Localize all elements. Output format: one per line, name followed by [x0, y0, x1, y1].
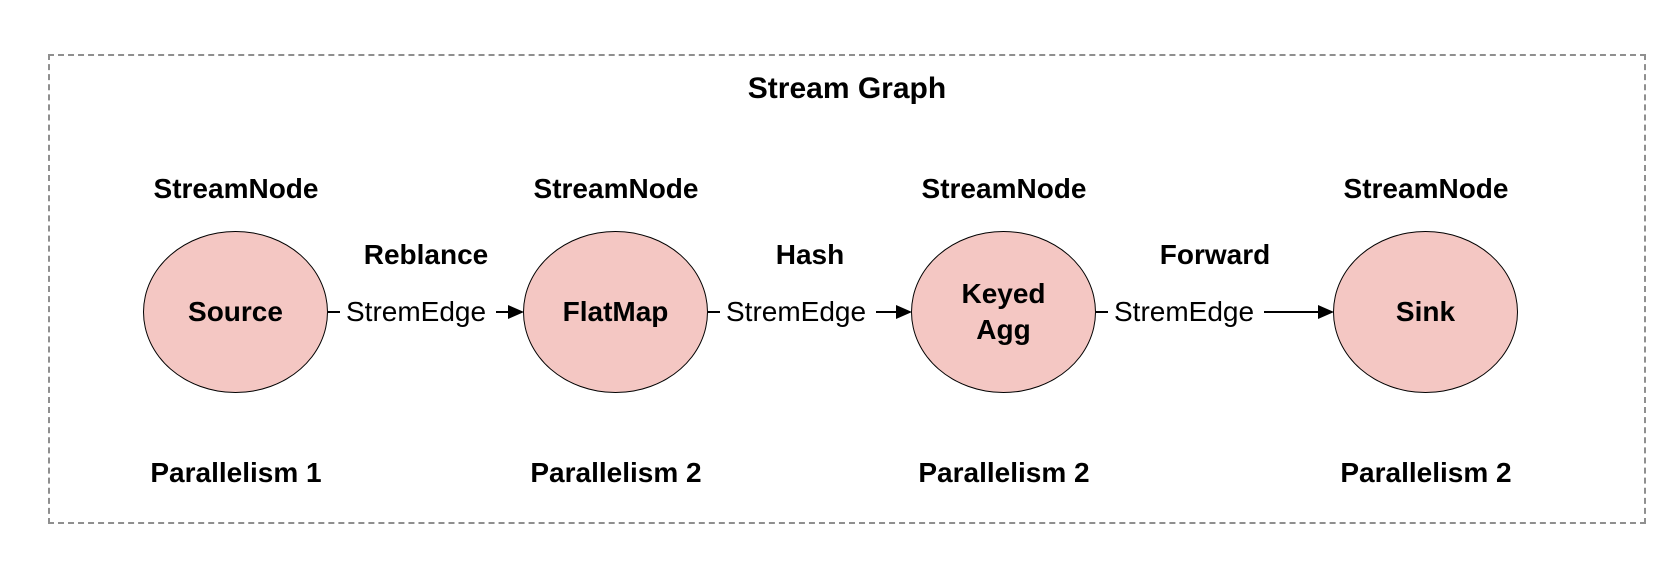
node-name-label: FlatMap	[562, 295, 669, 327]
parallelism-label: Parallelism 2	[530, 457, 702, 488]
edge-wire-line	[1264, 311, 1318, 313]
node-name-label: Sink	[1395, 295, 1456, 327]
stream-node-label: StreamNode	[1343, 173, 1509, 204]
edge-type-label: Reblance	[363, 239, 489, 270]
stream-edge-label: StremEdge	[1114, 296, 1255, 327]
stream-node-label: StreamNode	[153, 173, 319, 204]
parallelism-label: Parallelism 2	[1340, 457, 1512, 488]
edge-stub-line	[708, 311, 720, 313]
stream-node-label: StreamNode	[533, 173, 699, 204]
edge-line: StremEdge	[328, 296, 524, 327]
node-circle-flatmap: FlatMap	[523, 231, 708, 393]
edge-wire-line	[496, 311, 508, 313]
node-circle-sink: Sink	[1333, 231, 1518, 393]
parallelism-label: Parallelism 1	[150, 457, 322, 488]
edge-group-rebalance: Reblance StremEdge	[328, 231, 524, 393]
node-group-keyed-agg: StreamNode Keyed Agg Parallelism 2	[884, 165, 1124, 495]
node-group-source: StreamNode Source Parallelism 1	[116, 165, 356, 495]
node-circle-source: Source	[143, 231, 328, 393]
stream-graph-frame	[48, 54, 1646, 524]
edge-stub-line	[1096, 311, 1108, 313]
stream-edge-label: StremEdge	[726, 296, 867, 327]
arrowhead-icon	[1318, 305, 1334, 319]
diagram-title: Stream Graph	[747, 72, 947, 105]
stream-edge-label: StremEdge	[346, 296, 487, 327]
node-name-label: Source	[188, 295, 283, 327]
edge-line: StremEdge	[1096, 296, 1334, 327]
edge-type-label: Hash	[775, 239, 845, 270]
edge-stub-line	[328, 311, 340, 313]
edge-wire-line	[876, 311, 896, 313]
edge-line: StremEdge	[708, 296, 912, 327]
parallelism-label: Parallelism 2	[918, 457, 1090, 488]
edge-group-hash: Hash StremEdge	[708, 231, 912, 393]
edge-type-label: Forward	[1159, 239, 1271, 270]
node-circle-keyed-agg: Keyed Agg	[911, 231, 1096, 393]
edge-group-forward: Forward StremEdge	[1096, 231, 1334, 393]
stream-node-label: StreamNode	[921, 173, 1087, 204]
node-group-flatmap: StreamNode FlatMap Parallelism 2	[496, 165, 736, 495]
arrowhead-icon	[508, 305, 524, 319]
arrowhead-icon	[896, 305, 912, 319]
node-name-label: Keyed Agg	[961, 277, 1046, 345]
node-group-sink: StreamNode Sink Parallelism 2	[1306, 165, 1546, 495]
